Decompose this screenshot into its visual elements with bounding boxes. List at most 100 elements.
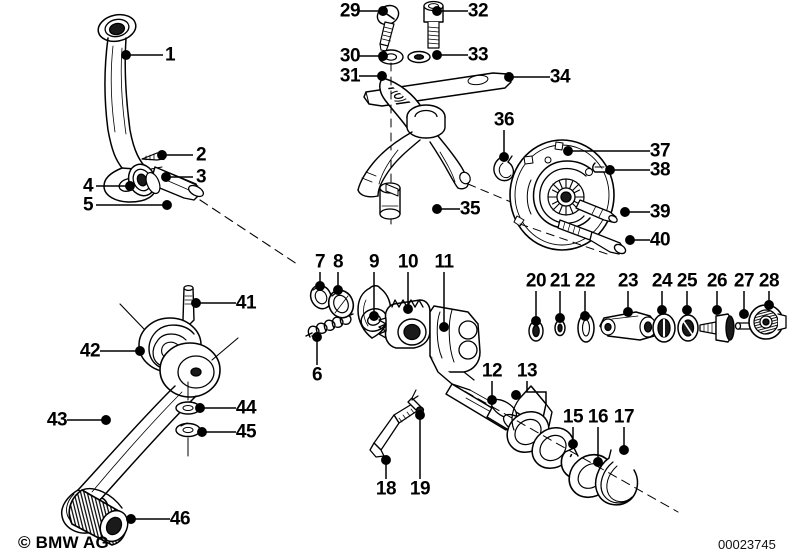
callout-dot bbox=[764, 300, 774, 310]
callout-number-19: 19 bbox=[409, 478, 431, 500]
callout-number-46: 46 bbox=[169, 508, 191, 530]
callout-number-15: 15 bbox=[562, 406, 584, 428]
callout-number-7: 7 bbox=[314, 251, 326, 273]
callout-number-30: 30 bbox=[339, 45, 361, 67]
part-18-bolt bbox=[369, 403, 418, 458]
callout-dot bbox=[162, 200, 172, 210]
callout-dot bbox=[504, 72, 514, 82]
callout-dot bbox=[432, 204, 442, 214]
callout-dot bbox=[531, 316, 541, 326]
part-22-spacer bbox=[577, 313, 595, 343]
callout-number-45: 45 bbox=[235, 421, 257, 443]
part-43-kick-lever bbox=[60, 337, 239, 534]
callout-number-35: 35 bbox=[459, 198, 481, 220]
callout-number-16: 16 bbox=[587, 406, 609, 428]
callout-dot bbox=[568, 439, 578, 449]
part-45-lock-washer bbox=[175, 422, 201, 438]
callout-number-22: 22 bbox=[574, 270, 596, 292]
callout-number-38: 38 bbox=[649, 159, 671, 181]
callout-number-36: 36 bbox=[493, 109, 515, 131]
callout-number-34: 34 bbox=[549, 66, 571, 88]
callout-dot bbox=[161, 172, 171, 182]
callout-number-26: 26 bbox=[706, 270, 728, 292]
callout-number-11: 11 bbox=[434, 251, 454, 273]
callout-number-2: 2 bbox=[195, 144, 207, 166]
callout-number-24: 24 bbox=[651, 270, 673, 292]
callout-number-21: 21 bbox=[549, 270, 571, 292]
callout-dot bbox=[555, 313, 565, 323]
callout-leaders bbox=[67, 6, 774, 524]
axis-line-lever bbox=[199, 199, 301, 267]
callout-dot bbox=[126, 514, 136, 524]
part-31-shift-fork bbox=[357, 77, 471, 198]
callout-number-28: 28 bbox=[758, 270, 780, 292]
callout-number-25: 25 bbox=[676, 270, 698, 292]
callout-number-13: 13 bbox=[516, 360, 538, 382]
callout-dot bbox=[157, 150, 167, 160]
callout-number-4: 4 bbox=[82, 175, 94, 197]
callout-dot bbox=[432, 6, 442, 16]
callout-dot bbox=[499, 152, 509, 162]
callout-number-42: 42 bbox=[79, 340, 101, 362]
part-35-roller-pin bbox=[379, 182, 401, 220]
axis-line-housing bbox=[519, 223, 611, 256]
callout-dot bbox=[580, 311, 590, 321]
callout-dot bbox=[312, 332, 322, 342]
part-39-dowel-pin bbox=[575, 199, 618, 224]
callout-number-33: 33 bbox=[467, 44, 489, 66]
callout-dot bbox=[315, 281, 325, 291]
drawing-number: 00023745 bbox=[718, 537, 776, 552]
callout-number-20: 20 bbox=[525, 270, 547, 292]
callout-leader-line bbox=[526, 381, 547, 404]
callout-number-12: 12 bbox=[481, 360, 503, 382]
callout-number-44: 44 bbox=[235, 397, 257, 419]
callout-dot bbox=[712, 305, 722, 315]
part-29-screw bbox=[376, 4, 400, 52]
callout-dot bbox=[739, 309, 749, 319]
callout-dot bbox=[593, 457, 603, 467]
callout-number-39: 39 bbox=[649, 201, 671, 223]
callout-number-31: 31 bbox=[339, 65, 361, 87]
part-37-housing-cover bbox=[509, 139, 615, 251]
part-26-threaded-stud bbox=[699, 313, 735, 343]
callout-dot bbox=[378, 6, 388, 16]
callout-dot bbox=[563, 146, 573, 156]
callout-dot bbox=[439, 322, 449, 332]
callout-dot bbox=[191, 298, 201, 308]
callout-number-32: 32 bbox=[467, 0, 489, 22]
part-10-index-plate bbox=[378, 299, 431, 349]
part-24-slotted-bushing bbox=[652, 313, 676, 343]
part-25-bushing bbox=[677, 314, 699, 342]
callout-number-41: 41 bbox=[235, 292, 257, 314]
callout-number-9: 9 bbox=[368, 251, 380, 273]
callout-dot bbox=[333, 285, 343, 295]
callout-dot bbox=[125, 181, 135, 191]
part-5-sleeve bbox=[145, 171, 161, 195]
callout-number-29: 29 bbox=[339, 0, 361, 22]
callout-number-5: 5 bbox=[82, 194, 94, 216]
callout-dot bbox=[135, 346, 145, 356]
callout-number-10: 10 bbox=[397, 251, 419, 273]
callout-number-27: 27 bbox=[733, 270, 755, 292]
callout-dot bbox=[487, 395, 497, 405]
part-33-washer bbox=[407, 50, 431, 64]
part-38-small-clip bbox=[592, 162, 607, 173]
part-40-stud bbox=[557, 219, 627, 255]
callout-dot bbox=[605, 165, 615, 175]
callout-dot bbox=[511, 390, 521, 400]
callout-dot bbox=[619, 445, 629, 455]
part-46-rubber-pedal bbox=[68, 488, 129, 546]
part-13-selector-forks bbox=[506, 385, 575, 470]
callout-dot bbox=[620, 207, 630, 217]
part-28-knurled-nut bbox=[748, 304, 787, 340]
callout-number-3: 3 bbox=[195, 166, 207, 188]
callout-number-6: 6 bbox=[311, 364, 323, 386]
callout-dot bbox=[197, 427, 207, 437]
callout-dot bbox=[657, 305, 667, 315]
callout-dot bbox=[195, 403, 205, 413]
copyright-notice: © BMW AG bbox=[18, 533, 109, 552]
callout-dot bbox=[432, 50, 442, 60]
callout-number-37: 37 bbox=[649, 140, 671, 162]
